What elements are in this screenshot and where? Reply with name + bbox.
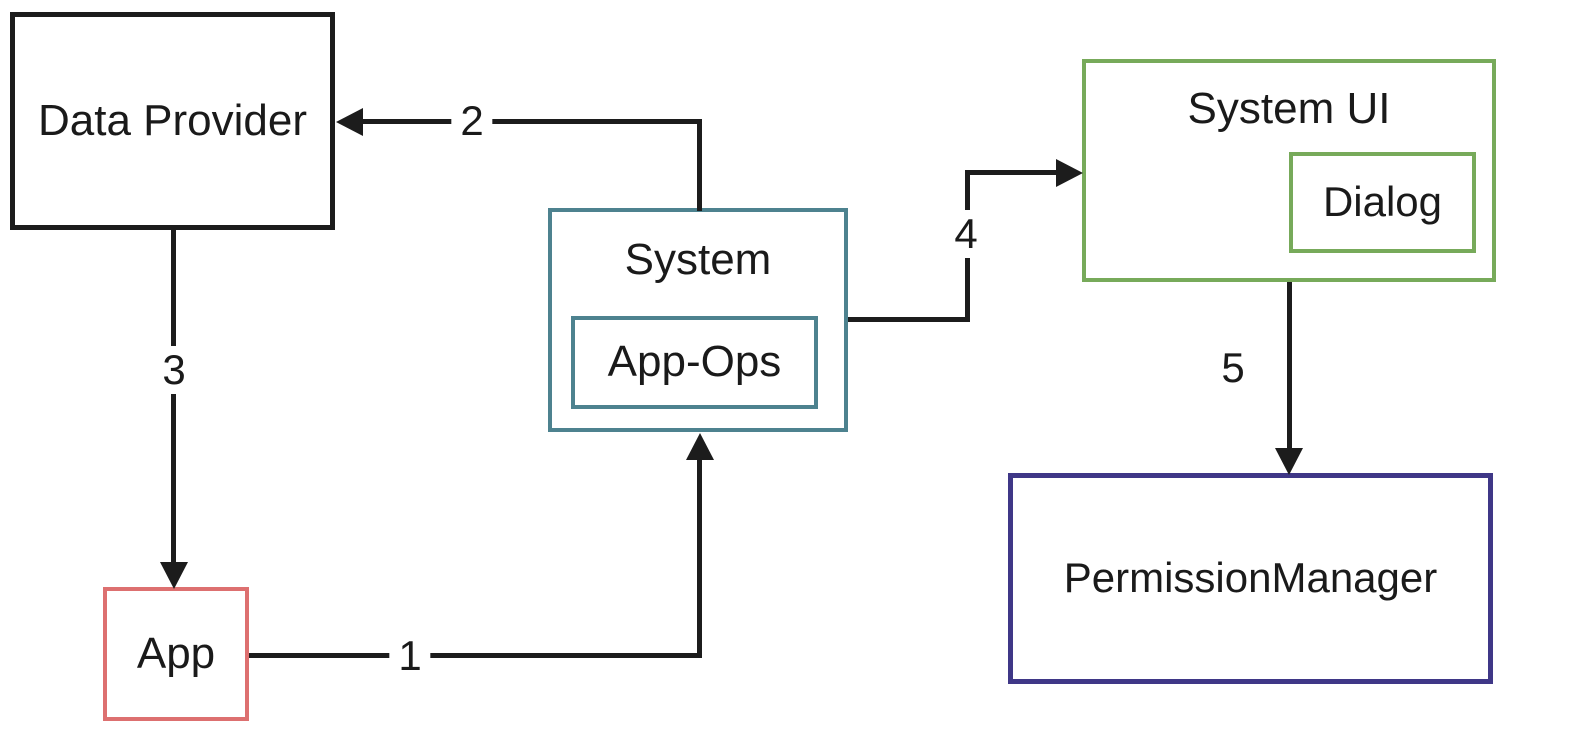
edge4-line-horizontal-upper (965, 170, 1057, 175)
node-system-label: System (624, 235, 772, 284)
edge5-label: 5 (1221, 344, 1245, 391)
edge5-arrowhead-icon (1275, 448, 1303, 475)
edge5-line-vertical (1287, 282, 1292, 448)
edge3-line-vertical (171, 230, 176, 562)
node-app-ops: App-Ops (571, 316, 818, 409)
node-system-ui: System UI Dialog (1082, 59, 1496, 282)
node-app: App (103, 587, 249, 721)
edge4-label: 4 (945, 210, 987, 258)
node-data-provider-label: Data Provider (37, 95, 307, 145)
edge1-arrowhead-icon (686, 433, 714, 460)
edge2-label: 2 (451, 97, 493, 145)
edge1-label: 1 (389, 632, 431, 680)
node-data-provider: Data Provider (10, 12, 335, 230)
node-app-ops-label: App-Ops (607, 337, 782, 387)
node-system-ui-label: System UI (1187, 84, 1391, 133)
node-permission-manager-label: PermissionManager (1063, 554, 1438, 602)
edge3-label: 3 (153, 346, 195, 394)
node-dialog: Dialog (1289, 152, 1476, 253)
edge1-line-horizontal (249, 653, 702, 658)
edge4-arrowhead-icon (1056, 159, 1083, 187)
edge2-line-horizontal (358, 119, 702, 124)
node-dialog-label: Dialog (1322, 178, 1443, 226)
edge2-line-vertical (697, 119, 702, 211)
edge3-arrowhead-icon (160, 562, 188, 589)
node-system: System App-Ops (548, 208, 848, 432)
edge2-arrowhead-icon (336, 108, 363, 136)
edge1-line-vertical (697, 459, 702, 658)
node-permission-manager: PermissionManager (1008, 473, 1493, 684)
edge4-line-horizontal-lower (848, 317, 970, 322)
node-app-label: App (136, 628, 216, 678)
